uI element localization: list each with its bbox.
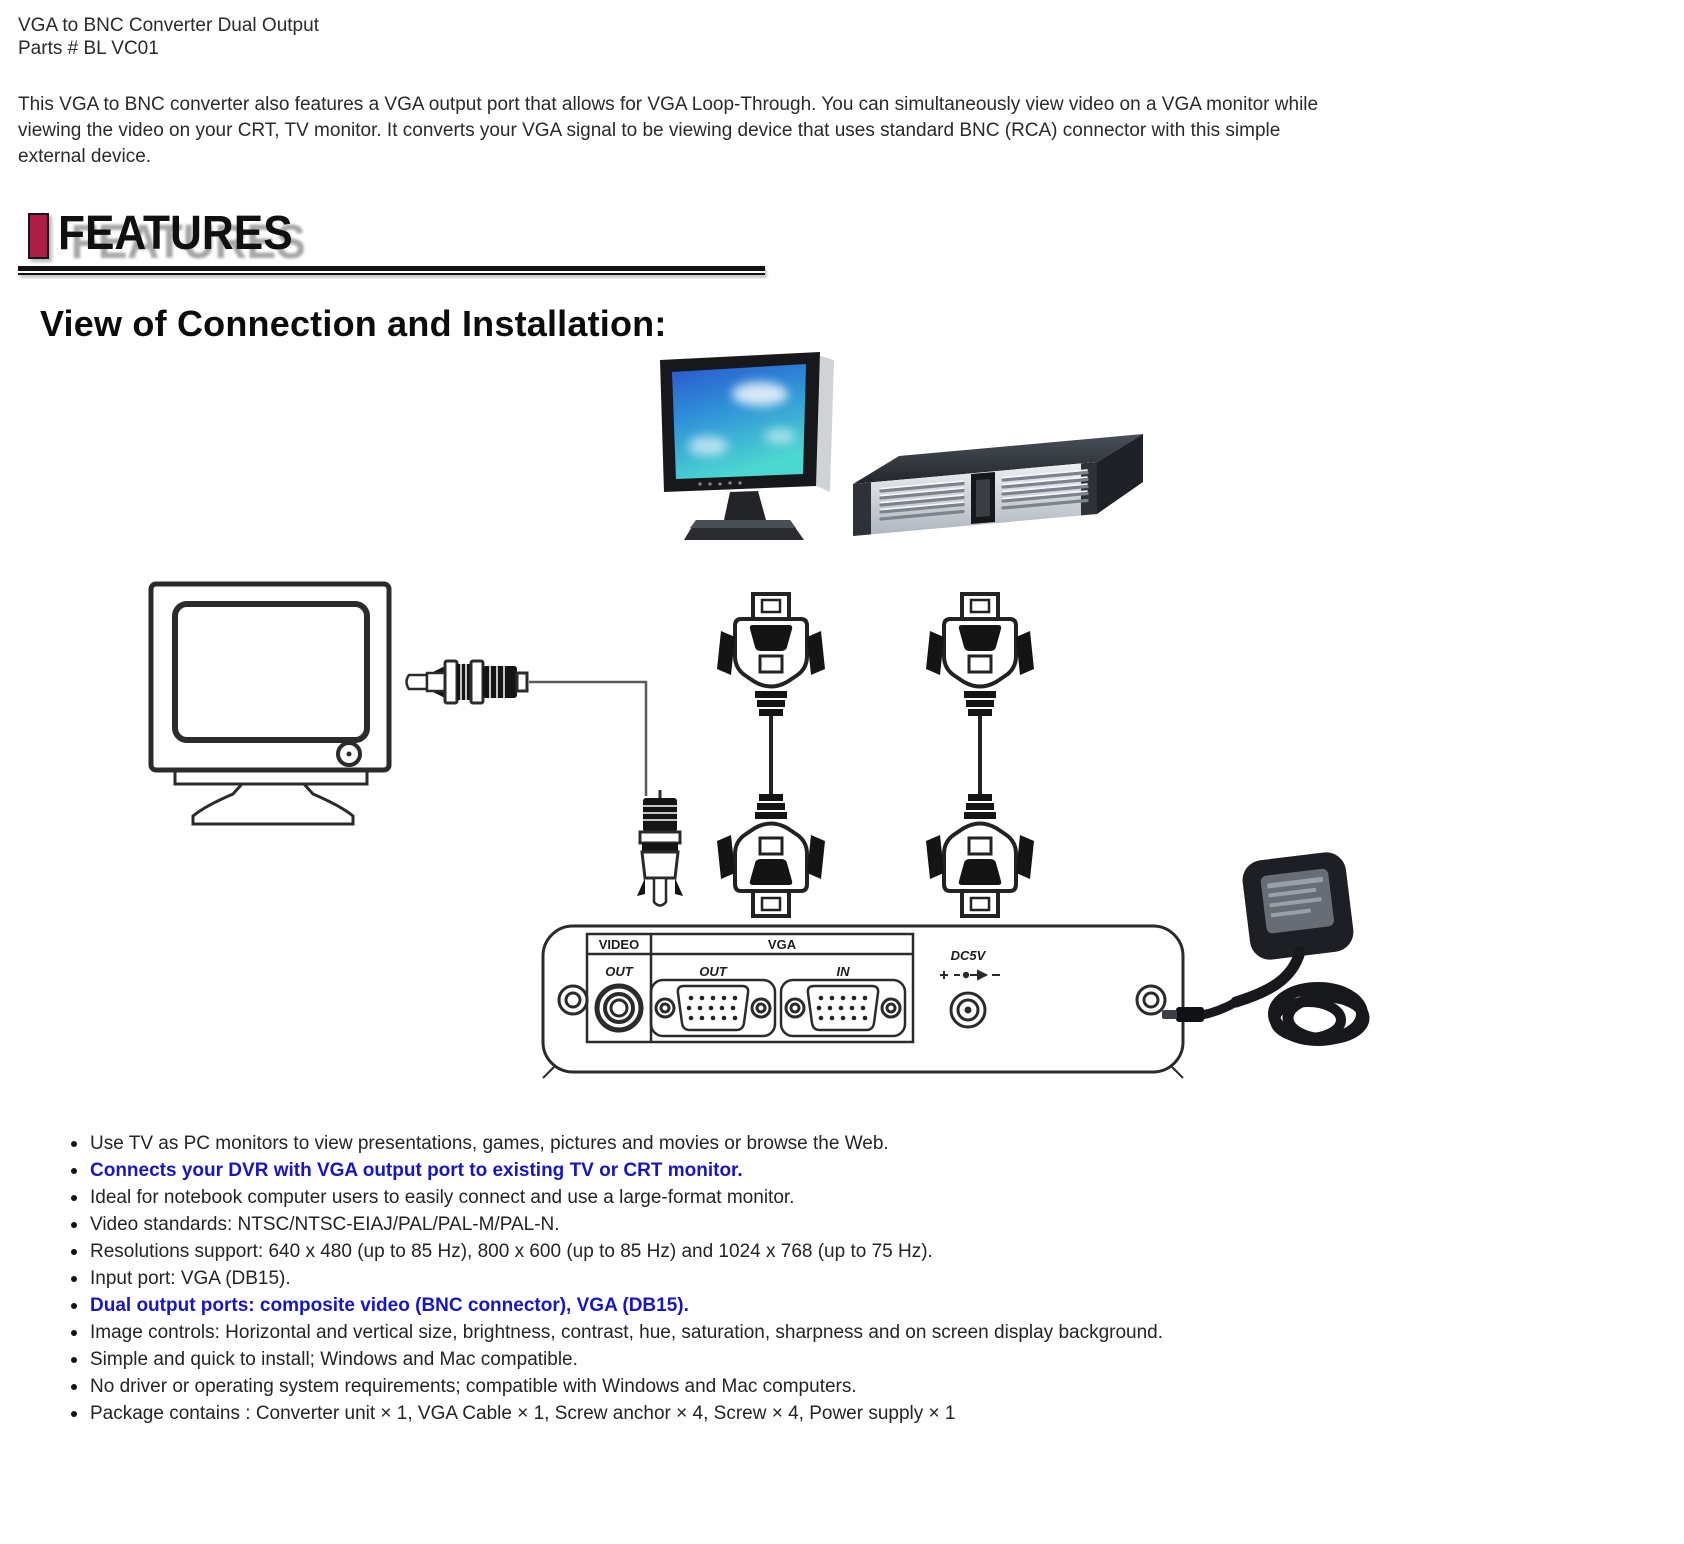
feature-item: Package contains : Converter unit × 1, V… xyxy=(64,1400,1163,1427)
feature-item: Resolutions support: 640 x 480 (up to 85… xyxy=(64,1238,1163,1265)
features-heading: FEATURES xyxy=(58,207,293,260)
panel-video-label: VIDEO xyxy=(599,937,639,952)
dvr-image xyxy=(853,434,1143,536)
connection-diagram: VIDEO VGA OUT OUT IN DC5V xyxy=(0,350,1684,1090)
intro-paragraph: This VGA to BNC converter also features … xyxy=(18,92,1618,170)
rca-plug-vertical xyxy=(637,790,683,907)
features-divider-rule xyxy=(18,266,765,275)
page-title: VGA to BNC Converter Dual Output xyxy=(18,15,319,36)
vga-cable-1 xyxy=(716,590,826,920)
part-number: Parts # BL VC01 xyxy=(18,38,159,59)
feature-item: No driver or operating system requiremen… xyxy=(64,1373,1163,1400)
feature-item: Use TV as PC monitors to view presentati… xyxy=(64,1130,1163,1157)
intro-line: external device. xyxy=(18,146,152,167)
lcd-monitor-image xyxy=(660,352,834,540)
panel-vga-in-label: IN xyxy=(837,964,851,979)
converter-panel: VIDEO VGA OUT OUT IN DC5V xyxy=(541,924,1185,1079)
vga-port-drawing xyxy=(649,978,777,1038)
vga-cable-2 xyxy=(925,590,1035,920)
feature-item-highlighted: Connects your DVR with VGA output port t… xyxy=(64,1157,1163,1184)
feature-item-highlighted: Dual output ports: composite video (BNC … xyxy=(64,1292,1163,1319)
rca-plug-horizontal xyxy=(405,659,529,705)
features-accent-bar xyxy=(28,213,49,259)
power-adapter-image xyxy=(1162,852,1370,1046)
crt-monitor-drawing xyxy=(148,581,392,826)
document-header: VGA to BNC Converter Dual Output Parts #… xyxy=(18,14,319,60)
panel-vga-label: VGA xyxy=(768,937,797,952)
panel-video-out-label: OUT xyxy=(605,964,634,979)
panel-dc5v-label: DC5V xyxy=(951,948,987,963)
feature-item: Ideal for notebook computer users to eas… xyxy=(64,1184,1163,1211)
intro-line: viewing the video on your CRT, TV monito… xyxy=(18,120,1281,141)
feature-list: Use TV as PC monitors to view presentati… xyxy=(64,1130,1163,1427)
feature-item: Input port: VGA (DB15). xyxy=(64,1265,1163,1292)
feature-item: Simple and quick to install; Windows and… xyxy=(64,1346,1163,1373)
section-heading: View of Connection and Installation: xyxy=(40,303,667,344)
intro-line: This VGA to BNC converter also features … xyxy=(18,94,1319,115)
feature-item: Video standards: NTSC/NTSC-EIAJ/PAL/PAL-… xyxy=(64,1211,1163,1238)
panel-vga-out-label: OUT xyxy=(699,964,728,979)
feature-item: Image controls: Horizontal and vertical … xyxy=(64,1319,1163,1346)
dc-polarity-icon xyxy=(940,969,1000,981)
